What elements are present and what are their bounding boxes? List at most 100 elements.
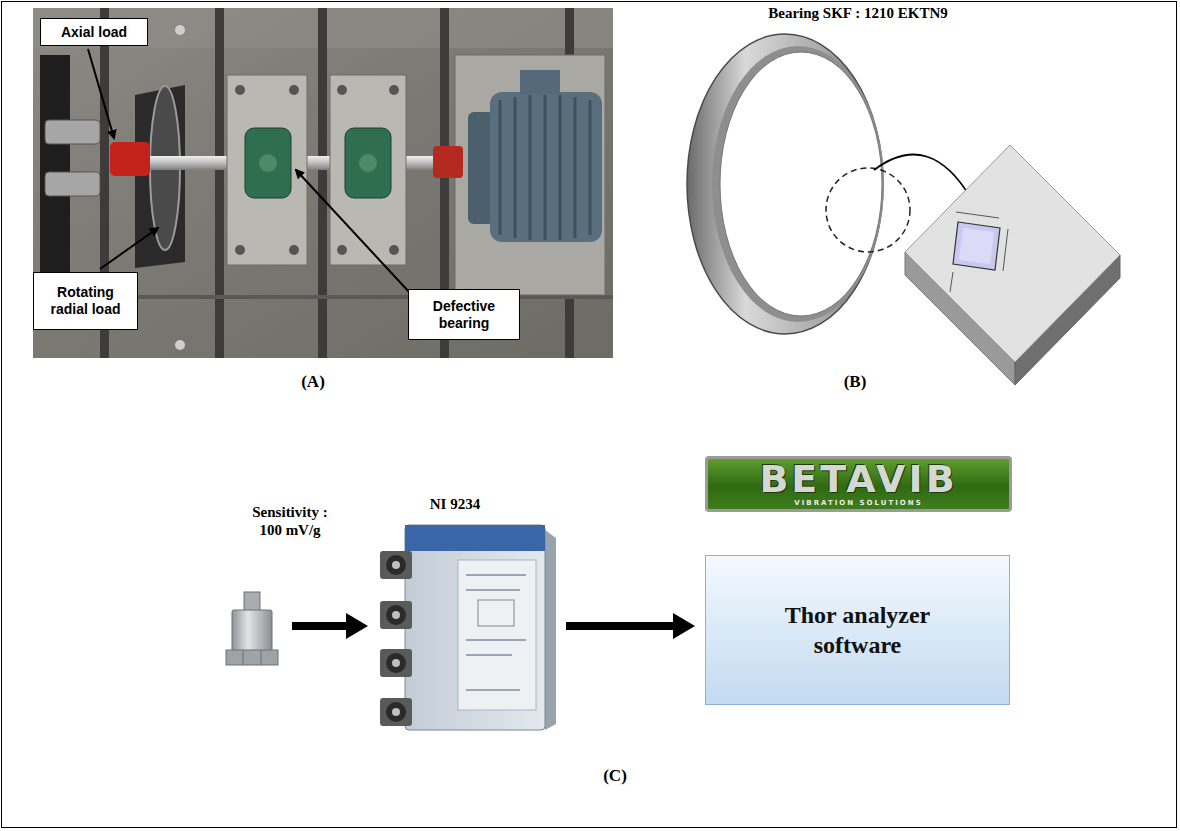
node-heading: NI 9234 — [405, 495, 505, 513]
test-rig-photo-part — [215, 8, 224, 358]
photo-callout-box: Defective bearing — [408, 289, 520, 340]
defect-plate — [905, 145, 1120, 385]
daq-module-part — [458, 560, 536, 710]
test-rig-photo-part — [110, 142, 150, 176]
test-rig-photo-part — [500, 95, 590, 240]
test-rig-photo-part — [45, 120, 100, 144]
photo-callout-box: Axial load — [40, 18, 148, 46]
test-rig-photo-part — [235, 245, 245, 255]
node-text: VIBRATION SOLUTIONS — [794, 500, 922, 508]
accelerometer-part — [244, 592, 260, 612]
daq-module-part — [392, 708, 400, 716]
software-box: Thor analyzer software — [705, 555, 1010, 705]
defect-plate-part-part — [956, 212, 999, 218]
node-text: Rotating radial load — [38, 284, 133, 318]
daq-module-part — [392, 561, 400, 569]
test-rig-photo-part — [337, 85, 347, 95]
daq-module-part — [466, 575, 526, 690]
defect-plate-part — [905, 145, 1120, 362]
test-rig-photo-part — [289, 245, 299, 255]
test-rig-photo — [33, 8, 613, 358]
test-rig-photo-part — [235, 85, 245, 95]
test-rig-photo-part-part — [544, 95, 547, 240]
test-rig-photo-part-part — [514, 97, 517, 238]
test-rig-photo-part-part — [559, 95, 562, 240]
test-rig-photo-part-part — [589, 100, 592, 235]
test-rig-photo-part — [227, 75, 307, 265]
test-rig-photo-part — [33, 8, 613, 358]
leader-arrows — [88, 49, 410, 293]
daq-module-part-part — [466, 574, 526, 576]
bearing-ring-part — [687, 34, 883, 334]
test-rig-photo-part — [175, 340, 185, 350]
daq-module-part — [386, 605, 406, 625]
daq-module-part — [380, 551, 412, 579]
accelerometer-part — [226, 650, 278, 665]
leader-arrows-part — [88, 49, 114, 138]
bearing-ring-part — [712, 46, 884, 322]
node-text: Defective bearing — [413, 298, 515, 332]
test-rig-photo-part — [150, 156, 470, 170]
test-rig-photo-part — [135, 85, 185, 268]
test-rig-photo-part — [433, 146, 463, 178]
accelerometer-part — [261, 650, 262, 665]
test-rig-photo-part — [345, 128, 391, 198]
daq-module-part-part — [466, 654, 512, 656]
daq-module-part — [386, 653, 406, 673]
flow-arrow — [566, 613, 695, 639]
test-rig-photo-part — [520, 70, 560, 94]
accelerometer — [226, 592, 278, 665]
daq-module — [380, 525, 556, 730]
daq-module-part — [380, 649, 412, 677]
accelerometer-node: Sensitivity : 100 mV/g — [222, 585, 282, 667]
test-rig-photo-part — [389, 85, 399, 95]
daq-module-part — [392, 659, 400, 667]
daq-module-part-part — [466, 639, 526, 641]
accelerometer-part — [232, 610, 272, 652]
leader-arrows-part — [100, 228, 158, 269]
test-rig-photo-part-part — [529, 95, 532, 240]
bearing-title: Bearing SKF : 1210 EKTN9 — [768, 5, 947, 22]
daq-module-node: NI 9234 — [378, 520, 556, 732]
panel-letter: (B) — [844, 372, 867, 392]
zoom-callout-part — [826, 168, 910, 252]
defect-plate-part — [950, 212, 1008, 292]
daq-module-part — [405, 525, 545, 551]
test-rig-photo-part — [330, 75, 406, 265]
panel-letter: (A) — [301, 372, 325, 392]
bearing-ring-part — [720, 52, 882, 316]
daq-module-part — [392, 611, 400, 619]
test-rig-photo-part — [490, 92, 602, 242]
test-rig-photo-part-part — [574, 97, 577, 238]
test-rig-photo-part — [318, 8, 327, 358]
daq-module-part — [386, 555, 406, 575]
daq-module-part — [380, 698, 412, 726]
bearing-ring — [687, 34, 884, 334]
daq-module-part — [545, 530, 556, 730]
test-rig-photo-part — [455, 55, 605, 295]
test-rig-photo-part — [289, 85, 299, 95]
daq-module-part — [478, 600, 514, 626]
accelerometer-part — [243, 650, 244, 665]
test-rig-photo-part — [337, 245, 347, 255]
test-rig-photo-part — [389, 245, 399, 255]
daq-module-part — [405, 525, 545, 730]
node-text: BETAVIB — [759, 460, 957, 498]
test-rig-photo-part — [259, 154, 277, 172]
test-rig-photo-part — [175, 25, 185, 35]
daq-module-part — [386, 702, 406, 722]
defect-plate-part — [953, 222, 1000, 270]
panel-letter: (C) — [603, 766, 627, 786]
daq-module-part-part — [466, 589, 520, 591]
daq-module-part — [380, 601, 412, 629]
node-text: Axial load — [61, 24, 127, 41]
defect-plate-part — [959, 228, 994, 264]
test-rig-photo-part — [359, 154, 377, 172]
software-logo: BETAVIB VIBRATION SOLUTIONS — [705, 456, 1012, 512]
zoom-callout-part — [874, 155, 972, 200]
flow-arrow — [292, 613, 368, 639]
daq-module-part-part — [466, 689, 520, 691]
